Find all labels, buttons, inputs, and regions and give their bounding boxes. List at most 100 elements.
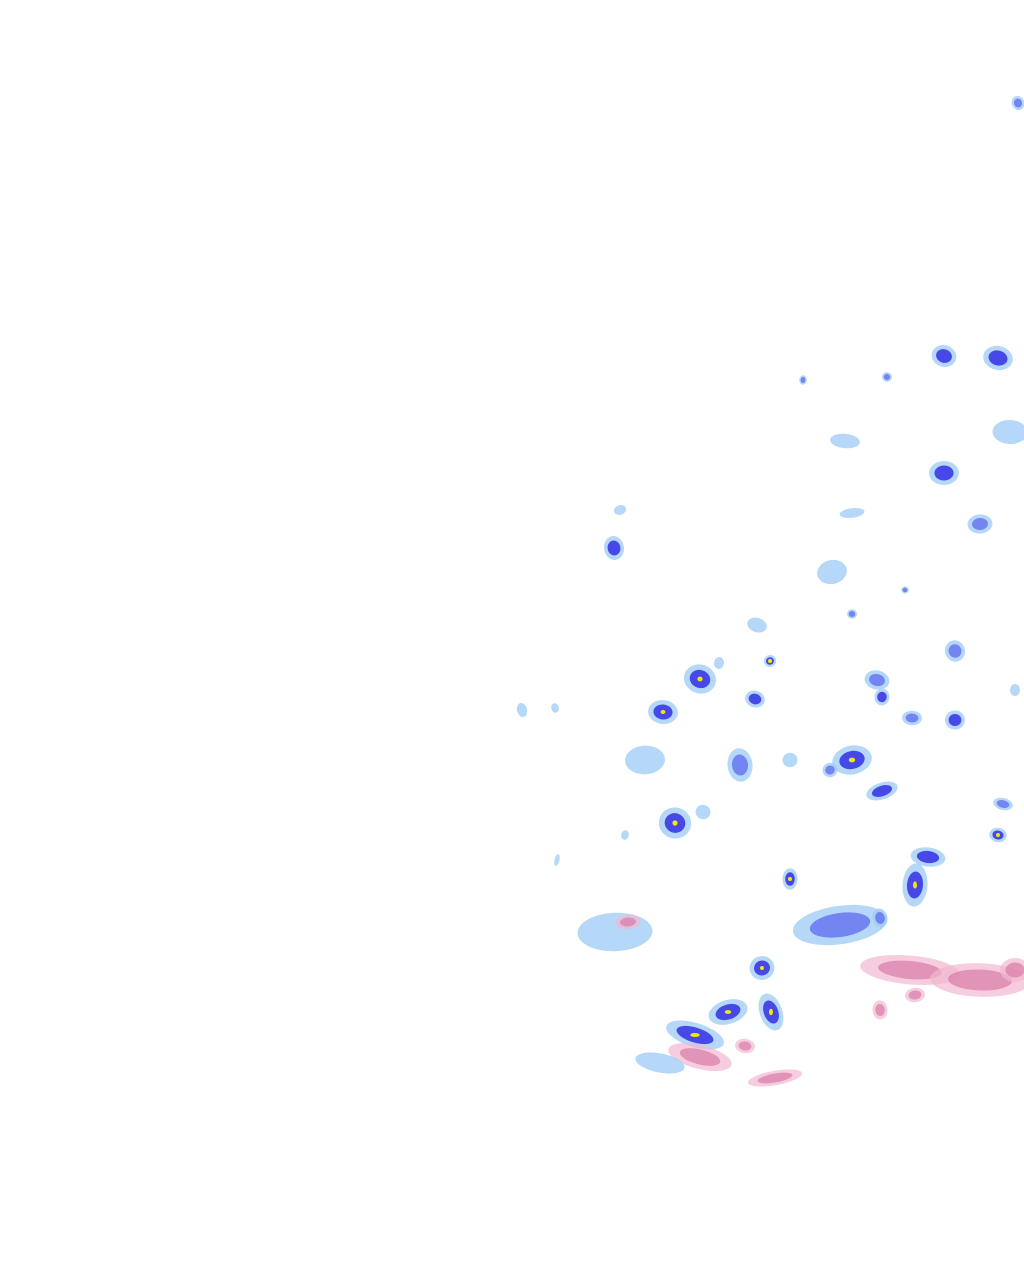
- echo-halo: [635, 1052, 685, 1074]
- precipitation-cell: [749, 955, 775, 981]
- echo-core: [607, 540, 621, 556]
- precipitation-cell: [727, 748, 753, 782]
- echo-core: [996, 800, 1010, 808]
- precipitation-cell: [822, 762, 838, 778]
- intense-core: [768, 659, 772, 663]
- echo-core: [848, 610, 856, 618]
- echo-core: [972, 517, 988, 531]
- intense-core: [788, 877, 792, 881]
- precipitation-cell: [1011, 95, 1024, 111]
- echo-core: [679, 1048, 721, 1066]
- intense-core: [848, 757, 856, 763]
- echo-core: [1013, 98, 1023, 108]
- precipitation-cell: [832, 745, 872, 775]
- precipitation-cell: [683, 664, 717, 694]
- precipitation-cell: [1010, 684, 1020, 696]
- echo-halo: [817, 559, 847, 585]
- echo-core: [948, 714, 962, 726]
- precipitation-cell: [782, 868, 798, 890]
- precipitation-cell: [708, 999, 748, 1025]
- echo-halo: [577, 912, 653, 952]
- echo-halo: [613, 505, 627, 515]
- precipitation-cell: [554, 854, 560, 866]
- precipitation-cell: [864, 670, 890, 690]
- echo-core: [825, 765, 835, 775]
- echo-halo: [621, 830, 629, 840]
- precipitation-cell: [713, 657, 725, 669]
- echo-core: [988, 350, 1008, 366]
- precipitation-cell: [745, 690, 765, 708]
- precipitation-cell: [668, 1042, 732, 1072]
- precipitation-cell: [993, 797, 1013, 811]
- echo-core: [878, 960, 942, 980]
- precipitation-cell: [967, 514, 993, 534]
- precipitation-cell: [799, 375, 807, 385]
- echo-core: [809, 912, 871, 938]
- precipitation-cell: [615, 914, 641, 930]
- echo-halo: [830, 433, 860, 449]
- echo-core: [877, 691, 887, 703]
- echo-core: [875, 1004, 885, 1016]
- echo-core: [869, 673, 885, 687]
- echo-core: [875, 912, 885, 924]
- precipitation-cell: [882, 372, 892, 382]
- precipitation-cell: [648, 699, 678, 725]
- echo-halo: [551, 703, 559, 713]
- precipitation-cell: [747, 617, 767, 633]
- echo-halo: [1010, 684, 1020, 696]
- precipitation-cell: [817, 559, 847, 585]
- precipitation-cell: [945, 710, 965, 730]
- echo-core: [738, 1041, 752, 1051]
- echo-halo: [782, 752, 798, 768]
- precipitation-cell: [621, 830, 629, 840]
- intense-core: [996, 833, 1000, 837]
- precipitation-cell: [763, 654, 777, 668]
- echo-halo: [625, 745, 665, 775]
- echo-core: [800, 377, 806, 383]
- echo-core: [916, 850, 940, 864]
- precipitation-cell: [872, 1000, 888, 1020]
- intense-core: [724, 1010, 732, 1014]
- precipitation-cell: [782, 752, 798, 768]
- precipitation-cell: [874, 688, 890, 706]
- intense-core: [913, 881, 917, 889]
- precipitation-cell: [792, 904, 888, 946]
- precipitation-cell: [902, 710, 922, 726]
- precipitation-cell: [758, 993, 784, 1031]
- echo-halo: [839, 507, 865, 519]
- intense-core: [690, 1033, 700, 1037]
- intense-core: [769, 1008, 773, 1016]
- precipitation-cell: [666, 1020, 724, 1050]
- echo-halo: [554, 854, 560, 866]
- echo-core: [757, 1072, 793, 1084]
- precipitation-cell: [989, 827, 1007, 843]
- echo-core: [948, 644, 962, 658]
- echo-core: [748, 693, 762, 705]
- precipitation-cell: [1000, 957, 1024, 983]
- echo-core: [908, 990, 922, 1000]
- echo-halo: [713, 657, 725, 669]
- precipitation-cell: [658, 807, 692, 839]
- intense-core: [760, 966, 764, 970]
- intense-core: [697, 676, 703, 682]
- echo-core: [1005, 962, 1024, 978]
- precipitation-cell: [613, 505, 627, 515]
- echo-core: [620, 917, 636, 927]
- precipitation-cell: [872, 908, 888, 928]
- precipitation-cell: [983, 345, 1013, 371]
- precipitation-cell: [929, 460, 959, 486]
- precipitation-cell: [992, 419, 1024, 445]
- precipitation-cell: [625, 745, 665, 775]
- precipitation-cell: [931, 345, 957, 367]
- precipitation-cell: [577, 912, 653, 952]
- echo-core: [936, 349, 952, 363]
- precipitation-cell: [910, 847, 946, 867]
- intense-core: [672, 820, 678, 826]
- echo-core: [902, 587, 908, 593]
- precipitation-cell: [635, 1052, 685, 1074]
- echo-core: [731, 754, 749, 776]
- precipitation-cell: [901, 586, 909, 594]
- precipitation-cell: [866, 781, 898, 801]
- precipitation-cell: [695, 804, 711, 820]
